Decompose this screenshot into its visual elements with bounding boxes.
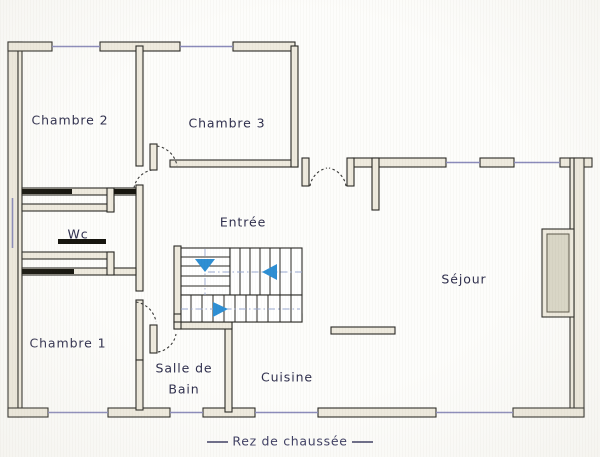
- stair-flight-upper-left-body: [180, 247, 231, 296]
- exterior-wall-bottom-seg-1: [7, 407, 49, 418]
- interior-wall-hall-lower: [135, 359, 144, 411]
- room-label-chambre-3: Chambre 3: [188, 116, 265, 131]
- exterior-wall-right: [573, 157, 585, 418]
- door-arc-salle-de-bain: [157, 333, 177, 353]
- threshold-bar-wc-inner: [58, 239, 106, 244]
- stair-arrow-left: [262, 264, 277, 280]
- interior-wall-door-jamb-right: [346, 157, 355, 187]
- exterior-wall-bottom-seg-4: [317, 407, 437, 418]
- counter-element: [330, 326, 396, 335]
- interior-wall-chambre3-south: [169, 159, 299, 168]
- interior-wall-chambre3-east: [290, 45, 299, 168]
- door-arcs-group: [133, 145, 347, 353]
- room-label-entree: Entrée: [220, 215, 266, 230]
- stair-walk-line: [181, 249, 302, 310]
- interior-wall-sdb-cuisine: [224, 321, 233, 413]
- interior-wall-wc-south: [21, 251, 115, 260]
- interior-wall-chambre1-hall: [135, 299, 144, 361]
- exterior-wall-left-inner: [17, 41, 23, 418]
- threshold-bars-group: [22, 189, 136, 274]
- interior-wall-stub-chambre2-door: [149, 143, 158, 171]
- interior-wall-chambre2-chambre3: [135, 45, 144, 167]
- door-arc-chambre-3: [156, 145, 178, 167]
- stair-treads-lower: [190, 295, 292, 322]
- room-label-salle-de-bain-line2: Bain: [168, 382, 199, 397]
- interior-wall-chambre2-entree: [135, 184, 144, 292]
- stair-treads-upper-left: [181, 256, 230, 287]
- stair-arrow-right: [213, 302, 228, 317]
- door-arc-sejour-left: [309, 167, 328, 187]
- door-arc-sejour-right: [328, 167, 347, 187]
- threshold-bar-chambre1-north: [22, 269, 74, 274]
- exterior-wall-bottom-seg-5: [512, 407, 585, 418]
- bay-window-alcove: [541, 228, 575, 318]
- interior-wall-wc-south-east: [106, 251, 115, 276]
- interior-wall-door-jamb-left: [301, 157, 310, 187]
- caption-text: Rez de chaussée: [232, 434, 347, 449]
- threshold-bar-chambre2-door: [114, 189, 136, 194]
- interior-wall-stub-chambre1-door: [149, 324, 158, 354]
- exterior-wall-top-seg-4: [352, 157, 447, 168]
- staircase: [180, 247, 303, 323]
- door-arc-chambre-2: [133, 169, 153, 189]
- room-label-wc: Wc: [67, 227, 88, 242]
- room-label-cuisine: Cuisine: [261, 370, 313, 385]
- exterior-wall-top-seg-1: [7, 41, 53, 52]
- room-labels-group: Chambre 2 Chambre 3 Wc Entrée Chambre 1 …: [29, 113, 486, 397]
- door-arc-chambre-1: [135, 301, 157, 323]
- plan-caption: Rez de chaussée: [207, 434, 373, 449]
- exterior-wall-top-seg-5: [479, 157, 515, 168]
- alcove-fill: [546, 233, 570, 313]
- interior-wall-wc-east: [106, 187, 115, 213]
- room-label-chambre-2: Chambre 2: [31, 113, 108, 128]
- stair-direction-arrows: [195, 259, 277, 317]
- room-label-salle-de-bain: Salle de: [155, 361, 212, 376]
- threshold-bar-wc-north: [22, 189, 72, 194]
- room-label-chambre-1: Chambre 1: [29, 336, 106, 351]
- interior-wall-wc-north-2: [21, 203, 115, 212]
- windows-group: [11, 45, 560, 414]
- stair-flight-lower-body: [180, 294, 303, 323]
- interior-wall-sejour-stub: [371, 157, 380, 211]
- room-label-sejour: Séjour: [441, 272, 486, 287]
- exterior-wall-top-seg-3: [232, 41, 296, 52]
- stair-arrow-down: [195, 259, 215, 272]
- interior-wall-sdb-north: [173, 321, 233, 330]
